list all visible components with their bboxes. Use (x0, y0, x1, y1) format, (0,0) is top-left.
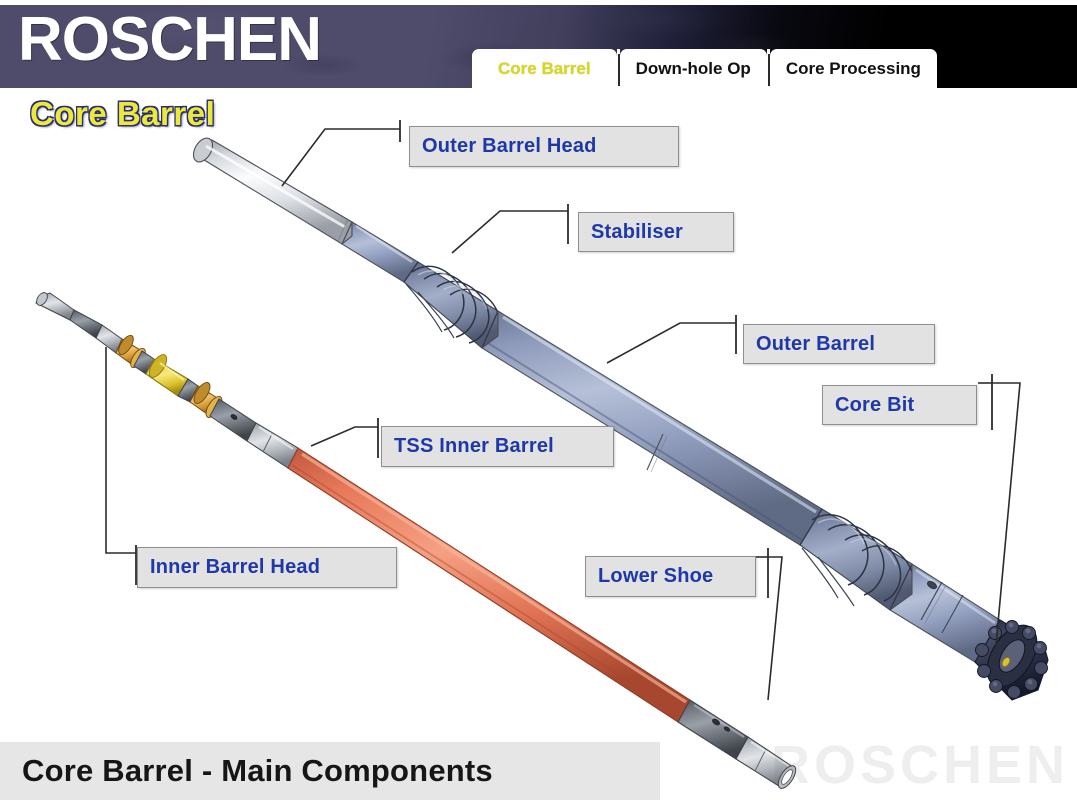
stabiliser-part (403, 261, 499, 349)
inner-barrel-assembly (35, 292, 797, 789)
tab-separator-1 (616, 49, 620, 88)
lower-reamer-part (799, 508, 913, 611)
bit-sub-part (889, 562, 1001, 663)
callout-lower-shoe-label: Lower Shoe (598, 565, 714, 587)
callout-outer-barrel-head[interactable]: Outer Barrel Head (409, 126, 679, 167)
callout-outer-barrel-head-label: Outer Barrel Head (422, 135, 597, 157)
tab-separator-2 (766, 49, 770, 88)
callout-core-bit[interactable]: Core Bit (822, 385, 977, 425)
callout-core-bit-label: Core Bit (835, 393, 915, 416)
callout-lower-shoe[interactable]: Lower Shoe (585, 556, 756, 597)
callout-stabiliser[interactable]: Stabiliser (578, 212, 734, 252)
outer-barrel-upper-section (341, 221, 419, 283)
page-title: Core Barrel (30, 95, 216, 132)
inner-barrel-head-part (35, 292, 299, 469)
tab-core-barrel[interactable]: Core Barrel (472, 49, 617, 88)
tab-strip: Core Barrel Down-hole Op Core Processing (472, 49, 937, 88)
callout-outer-barrel-label: Outer Barrel (756, 332, 876, 355)
header-top-rule (0, 0, 1077, 5)
caption-label: Core Barrel - Main Components (22, 753, 493, 788)
callout-stabiliser-label: Stabiliser (591, 220, 684, 243)
outer-barrel-assembly (192, 137, 1049, 701)
callout-outer-barrel[interactable]: Outer Barrel (743, 324, 935, 364)
lower-shoe-part (677, 699, 797, 789)
tab-down-hole-op[interactable]: Down-hole Op (619, 49, 767, 88)
tab-core-processing[interactable]: Core Processing (769, 49, 937, 88)
outer-barrel-main (481, 310, 823, 546)
caption-bar: Core Barrel - Main Components (0, 742, 660, 800)
callout-inner-barrel-head-label: Inner Barrel Head (150, 556, 321, 578)
outer-barrel-head-part (192, 137, 353, 245)
roschen-logo: ROSCHEN (18, 5, 322, 74)
tss-inner-barrel-part (287, 447, 691, 723)
callout-tss-inner-barrel-label: TSS Inner Barrel (394, 435, 554, 457)
callout-tss-inner-barrel[interactable]: TSS Inner Barrel (381, 426, 614, 467)
callout-inner-barrel-head[interactable]: Inner Barrel Head (137, 547, 397, 588)
